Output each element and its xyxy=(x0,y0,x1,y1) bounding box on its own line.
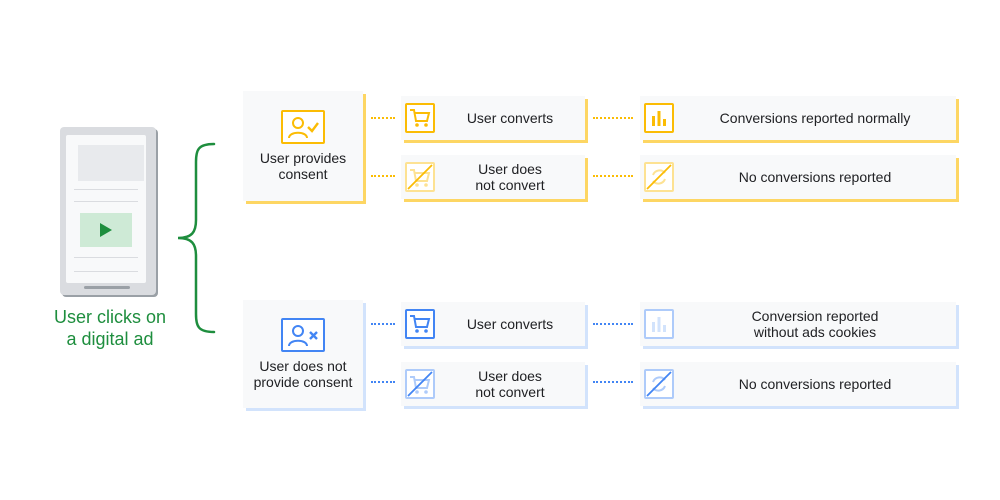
user-x-icon xyxy=(281,318,325,352)
consent-reported-card: Conversions reported normally xyxy=(640,96,956,140)
content-line xyxy=(74,257,138,258)
result-label: Conversion reported without ads cookies xyxy=(751,308,879,340)
action-label: User does not convert xyxy=(475,368,545,400)
bar-chart-icon xyxy=(644,103,674,133)
connector xyxy=(371,381,395,383)
action-label: User converts xyxy=(466,110,554,126)
video-ad xyxy=(80,213,132,247)
branch-brace xyxy=(177,142,216,334)
bar-chart-icon xyxy=(644,309,674,339)
sync-crossed-icon xyxy=(644,162,674,192)
cart-crossed-icon xyxy=(405,369,435,399)
connector xyxy=(371,175,395,177)
no-consent-converts-card: User converts xyxy=(401,302,585,346)
connector xyxy=(371,117,395,119)
no-consent-not-reported-card: No conversions reported xyxy=(640,362,956,406)
connector xyxy=(593,323,633,325)
play-icon xyxy=(100,223,112,237)
consent-converts-card: User converts xyxy=(401,96,585,140)
home-bar xyxy=(84,286,130,289)
consent-not-converts-card: User does not convert xyxy=(401,155,585,199)
cart-icon xyxy=(405,103,435,133)
action-label: User does not convert xyxy=(475,161,545,193)
consent-label: User provides consent xyxy=(259,150,347,182)
cart-icon xyxy=(405,309,435,339)
no-consent-label: User does not provide consent xyxy=(253,358,353,390)
content-line xyxy=(74,271,138,272)
no-consent-not-converts-card: User does not convert xyxy=(401,362,585,406)
start-label: User clicks on a digital ad xyxy=(53,307,167,349)
user-check-icon xyxy=(281,110,325,144)
phone-screen xyxy=(66,135,146,283)
action-label: User converts xyxy=(466,316,554,332)
cart-crossed-icon xyxy=(405,162,435,192)
result-label: No conversions reported xyxy=(738,169,892,185)
ad-placeholder xyxy=(78,145,144,181)
sync-crossed-icon xyxy=(644,369,674,399)
connector xyxy=(593,117,633,119)
content-line xyxy=(74,189,138,190)
content-line xyxy=(74,201,138,202)
result-label: No conversions reported xyxy=(738,376,892,392)
consent-card: User provides consent xyxy=(243,91,363,201)
connector xyxy=(371,323,395,325)
connector xyxy=(593,381,633,383)
result-label: Conversions reported normally xyxy=(719,110,911,126)
phone-illustration xyxy=(60,127,156,295)
connector xyxy=(593,175,633,177)
consent-not-reported-card: No conversions reported xyxy=(640,155,956,199)
no-consent-reported-card: Conversion reported without ads cookies xyxy=(640,302,956,346)
no-consent-card: User does not provide consent xyxy=(243,300,363,408)
